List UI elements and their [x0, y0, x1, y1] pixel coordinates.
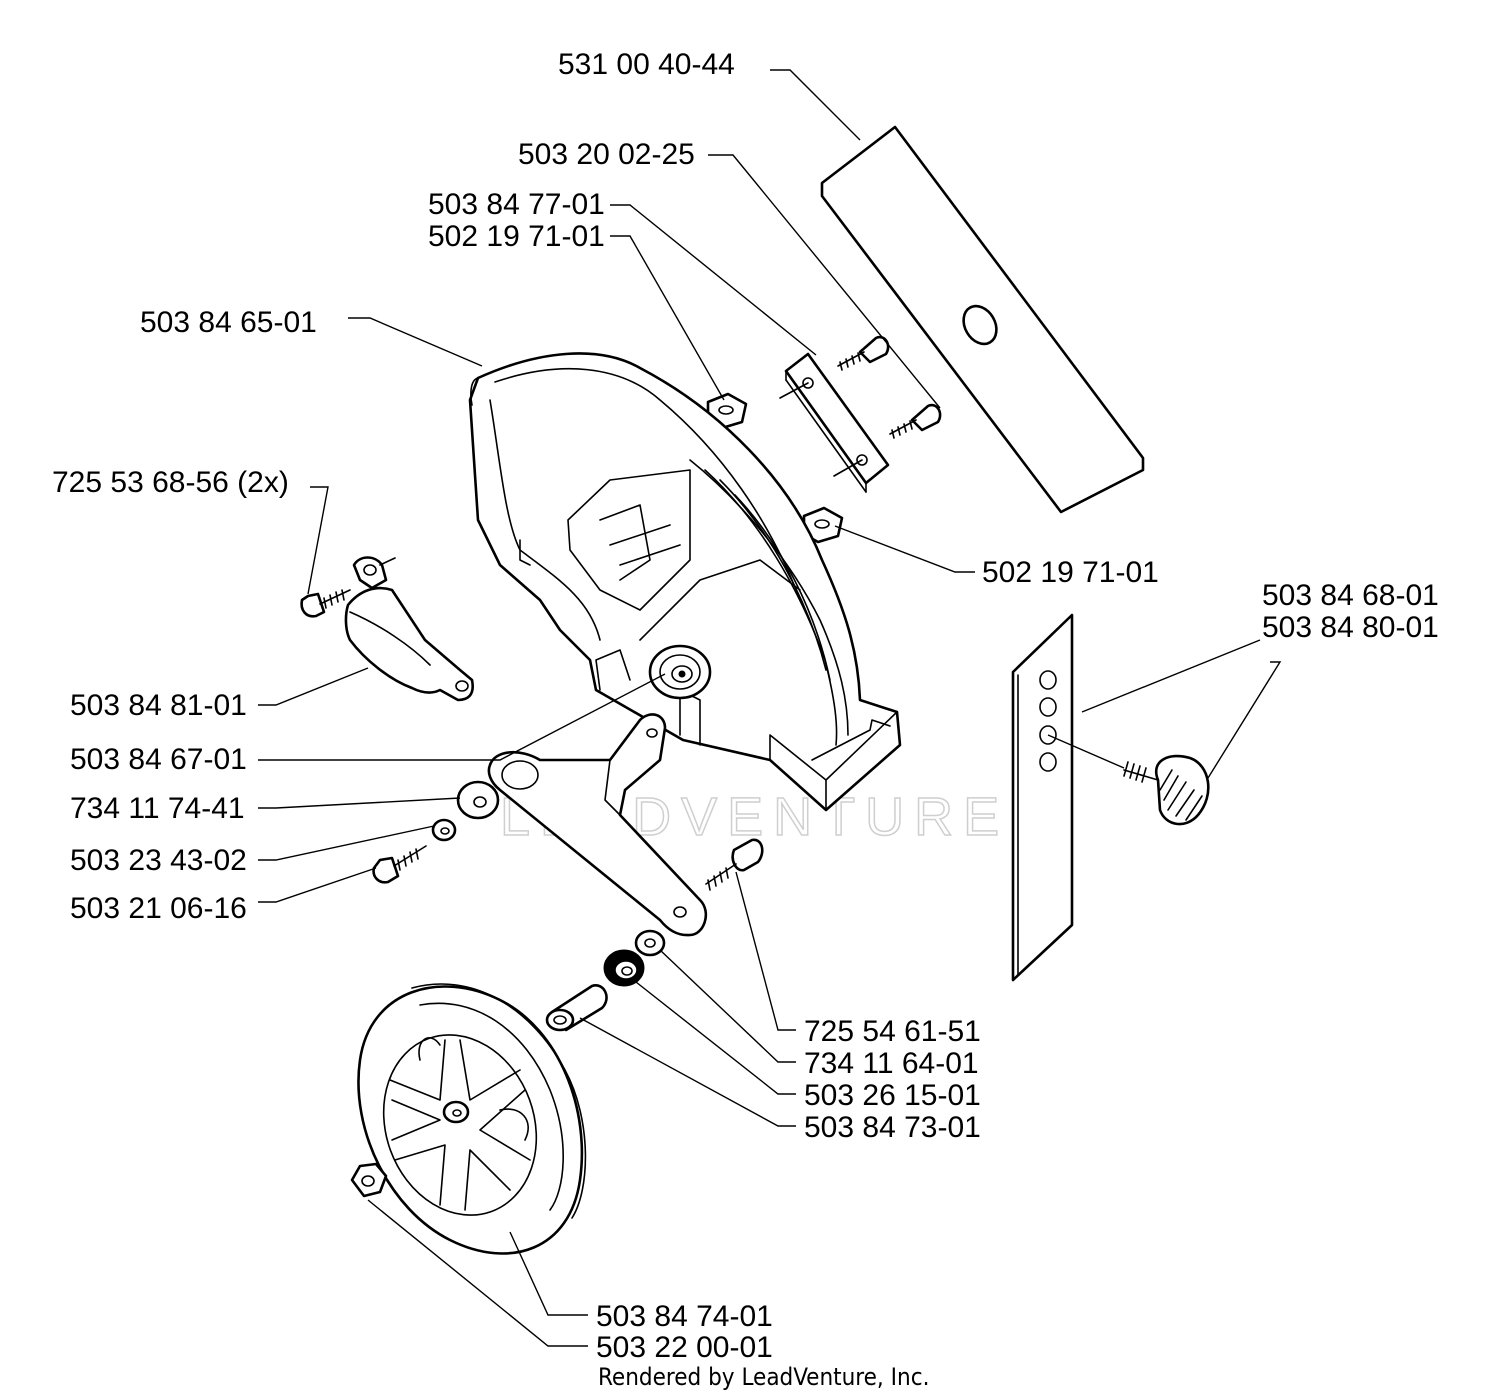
- render-credit: Rendered by LeadVenture, Inc.: [598, 1363, 929, 1391]
- label-spacer-tube: 503 84 73-01: [804, 1111, 981, 1144]
- label-square-nut-upper: 502 19 71-01: [428, 220, 605, 253]
- support-arm: [487, 713, 708, 937]
- adjust-knob: [1123, 754, 1210, 826]
- label-washer-small: 503 23 43-02: [70, 844, 247, 877]
- label-arm-bolt: 503 21 06-16: [70, 892, 247, 925]
- label-blade: 531 00 40-44: [558, 48, 735, 81]
- arm-bolt: [372, 845, 427, 884]
- clamp-plate: [779, 352, 890, 493]
- washer-small: [431, 818, 457, 842]
- label-washer-large: 734 11 74-41: [70, 792, 245, 825]
- label-square-nut-lower: 502 19 71-01: [982, 556, 1159, 589]
- label-clamp-screw: 725 53 68-56 (2x): [52, 466, 289, 499]
- wheel-nut: [350, 1162, 388, 1198]
- spacer-tube: [545, 984, 608, 1032]
- label-blade-screw: 503 20 02-25: [518, 138, 695, 171]
- label-bearing: 503 26 15-01: [804, 1079, 981, 1112]
- label-adjust-knob: 503 84 80-01: [1262, 611, 1439, 644]
- axle-washer: [634, 929, 666, 957]
- label-wheel-nut: 503 22 00-01: [596, 1331, 773, 1364]
- blade-guard: [468, 352, 902, 812]
- depth-plate: [1011, 613, 1074, 982]
- label-blade-guard: 503 84 65-01: [140, 306, 317, 339]
- blade-screw-lower: [889, 403, 942, 439]
- axle-screw: [705, 838, 764, 891]
- label-handle-clamp: 503 84 81-01: [70, 689, 247, 722]
- label-support-arm: 503 84 67-01: [70, 743, 247, 776]
- label-axle-washer: 734 11 64-01: [804, 1047, 979, 1080]
- wheel: [357, 983, 587, 1255]
- leader-lines: [258, 69, 1282, 1347]
- blade-screw-upper: [837, 335, 890, 371]
- label-axle-screw: 725 54 61-51: [804, 1015, 981, 1048]
- handle-clamp: [344, 556, 474, 702]
- clamp-screw: [300, 589, 351, 618]
- label-wheel: 503 84 74-01: [596, 1300, 773, 1333]
- label-clamp-plate: 503 84 77-01: [428, 188, 605, 221]
- label-depth-plate: 503 84 68-01: [1262, 579, 1439, 612]
- part-labels: 531 00 40-44 503 20 02-25 503 84 77-01 5…: [52, 48, 1439, 1364]
- washer-large: [456, 780, 500, 820]
- blade: [820, 125, 1145, 514]
- bearing: [603, 949, 645, 987]
